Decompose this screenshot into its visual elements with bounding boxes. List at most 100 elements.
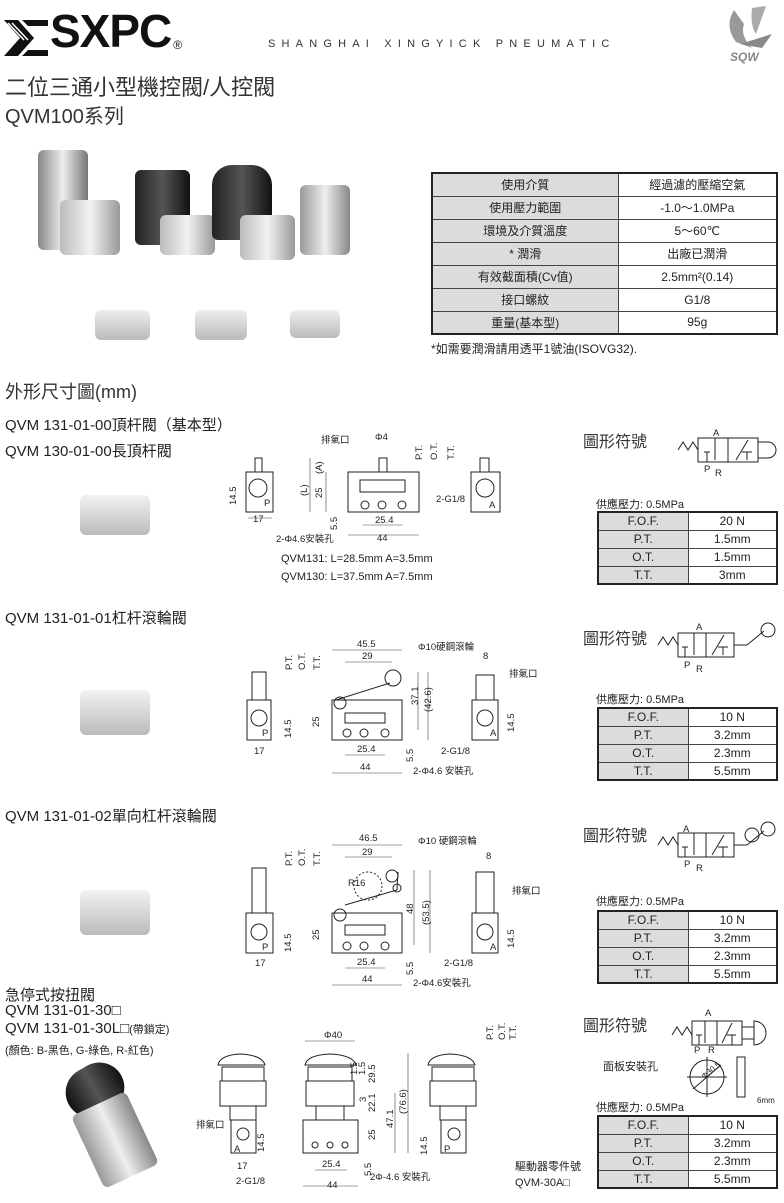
- symbol-label: 圖形符號: [583, 1018, 648, 1035]
- port-label: P: [444, 1144, 451, 1155]
- sqw-logo-text: SQW: [730, 50, 759, 64]
- brand-name: SXPC: [50, 5, 172, 57]
- valve-symbol-icon: [677, 437, 777, 463]
- panel-hole-diagram: [687, 1056, 746, 1098]
- spec-value: 出廠已潤滑: [617, 241, 778, 266]
- force-label: O.T.: [597, 1151, 689, 1171]
- dim-label: R16: [348, 878, 366, 889]
- dim-label: 8: [483, 651, 489, 662]
- port-label: A: [696, 622, 703, 633]
- force-label: F.O.F.: [597, 1115, 689, 1135]
- company-tagline: SHANGHAI XINGYICK PNEUMATIC: [268, 38, 616, 50]
- force-value: 10 N: [687, 1115, 778, 1135]
- section-title: QVM 131-01-30L□(帶鎖定): [5, 1020, 169, 1037]
- dim-label: 44: [360, 762, 371, 773]
- dim-label: O.T.: [497, 1022, 508, 1040]
- dim-label: 25.4: [375, 515, 394, 526]
- panel-hole-label: 面板安裝孔: [603, 1061, 658, 1073]
- port-label: P: [262, 728, 269, 739]
- product-photo-knob: [300, 185, 350, 255]
- spec-row: * 潤滑出廠已潤滑: [431, 241, 778, 266]
- product-photo-small-2: [195, 310, 247, 340]
- force-label: F.O.F.: [597, 707, 689, 727]
- spec-label: 有效截面積(Cv值): [431, 264, 619, 289]
- spec-row: 重量(基本型)95g: [431, 310, 778, 335]
- product-photo-plunger-body: [60, 200, 120, 255]
- dim-label: 17: [253, 514, 264, 525]
- force-value: 3.2mm: [687, 1133, 778, 1153]
- product-photo-lever-body: [160, 215, 215, 255]
- symbol-label: 圖形符號: [583, 631, 648, 648]
- port-label: P: [264, 498, 271, 509]
- spec-label: 重量(基本型): [431, 310, 619, 335]
- force-label: P.T.: [597, 725, 689, 745]
- force-value: 3mm: [687, 565, 778, 585]
- force-value: 5.5mm: [687, 1169, 778, 1189]
- actuator-part-number: QVM-30A□: [515, 1177, 570, 1189]
- dim-label: 2-G1/8: [444, 958, 474, 969]
- force-label: T.T.: [597, 964, 689, 984]
- supply-pressure: 供應壓力: 0.5MPa: [596, 1102, 685, 1114]
- force-label: T.T.: [597, 565, 689, 585]
- force-table: F.O.F.10 N P.T.3.2mm O.T.2.3mm T.T.5.5mm: [597, 910, 778, 984]
- dimensions-heading: 外形尺寸圖(mm): [5, 382, 137, 402]
- dim-label: 2-G1/8: [436, 494, 466, 505]
- panel-thickness: 6mm: [757, 1096, 775, 1105]
- dim-label: 44: [327, 1180, 338, 1191]
- dim-label: 排氣口: [196, 1120, 225, 1131]
- dim-label: 2-G1/8: [236, 1176, 266, 1187]
- force-label: O.T.: [597, 743, 689, 763]
- section-title: QVM 131-01-02單向杠杆滾輪閥: [5, 808, 217, 825]
- spec-label: 環境及介質溫度: [431, 218, 619, 243]
- dim-label: 排氣口: [509, 669, 538, 680]
- force-value: 1.5mm: [687, 529, 778, 549]
- port-label: P: [684, 859, 691, 870]
- spec-label: 使用壓力範圍: [431, 195, 619, 220]
- spec-row: 有效截面積(Cv值)2.5mm²(0.14): [431, 264, 778, 289]
- spec-row: 使用介質經過濾的壓縮空氣: [431, 172, 778, 197]
- page-title: 二位三通小型機控閥/人控閥: [5, 75, 276, 100]
- dim-label: 17: [254, 746, 265, 757]
- dim-label: 14.5: [419, 1136, 430, 1156]
- dim-label: 排氣口: [321, 435, 350, 446]
- port-label: P: [704, 464, 711, 475]
- dim-label: 44: [362, 974, 373, 985]
- port-label: A: [705, 1008, 712, 1019]
- dim-label: Φ4: [375, 432, 388, 443]
- port-label: A: [713, 428, 720, 439]
- port-label: A: [489, 500, 496, 511]
- dim-label: 44: [377, 533, 388, 544]
- symbol-label: 圖形符號: [583, 828, 648, 845]
- dim-label: 29: [362, 847, 373, 858]
- port-label: P: [694, 1045, 701, 1056]
- force-label: T.T.: [597, 761, 689, 781]
- force-value: 5.5mm: [687, 964, 778, 984]
- port-label: A: [490, 728, 497, 739]
- dim-label: 2Φ-4.6 安裝孔: [370, 1172, 431, 1183]
- force-label: P.T.: [597, 928, 689, 948]
- port-label: R: [696, 863, 703, 874]
- dim-label: 排氣口: [512, 886, 541, 897]
- valve-symbol-one-way-lever-icon: [657, 821, 776, 858]
- sqw-logo: SQW: [722, 4, 780, 66]
- product-photo-button-body: [240, 215, 295, 260]
- force-table: F.O.F.20 N P.T.1.5mm O.T.1.5mm T.T.3mm: [597, 511, 778, 585]
- force-label: O.T.: [597, 946, 689, 966]
- color-options: (顏色: B-黑色, G-綠色, R-紅色): [5, 1045, 154, 1057]
- port-label: R: [708, 1045, 715, 1056]
- lock-note: (帶鎖定): [129, 1024, 170, 1036]
- dim-label: (76.6): [398, 1089, 409, 1114]
- port-label: A: [683, 824, 690, 835]
- dim-label: 8: [486, 851, 492, 862]
- dim-label: Φ10硬鋼滾輪: [418, 642, 475, 653]
- port-label: R: [696, 664, 703, 675]
- supply-pressure: 供應壓力: 0.5MPa: [596, 499, 685, 511]
- variant-spec: QVM130: L=37.5mm A=7.5mm: [281, 571, 433, 583]
- registered-mark: ®: [173, 38, 182, 52]
- product-photo: [80, 690, 150, 735]
- section-title: QVM 131-01-00頂杆閥（基本型）: [5, 417, 232, 434]
- dim-label: Φ40: [324, 1030, 343, 1041]
